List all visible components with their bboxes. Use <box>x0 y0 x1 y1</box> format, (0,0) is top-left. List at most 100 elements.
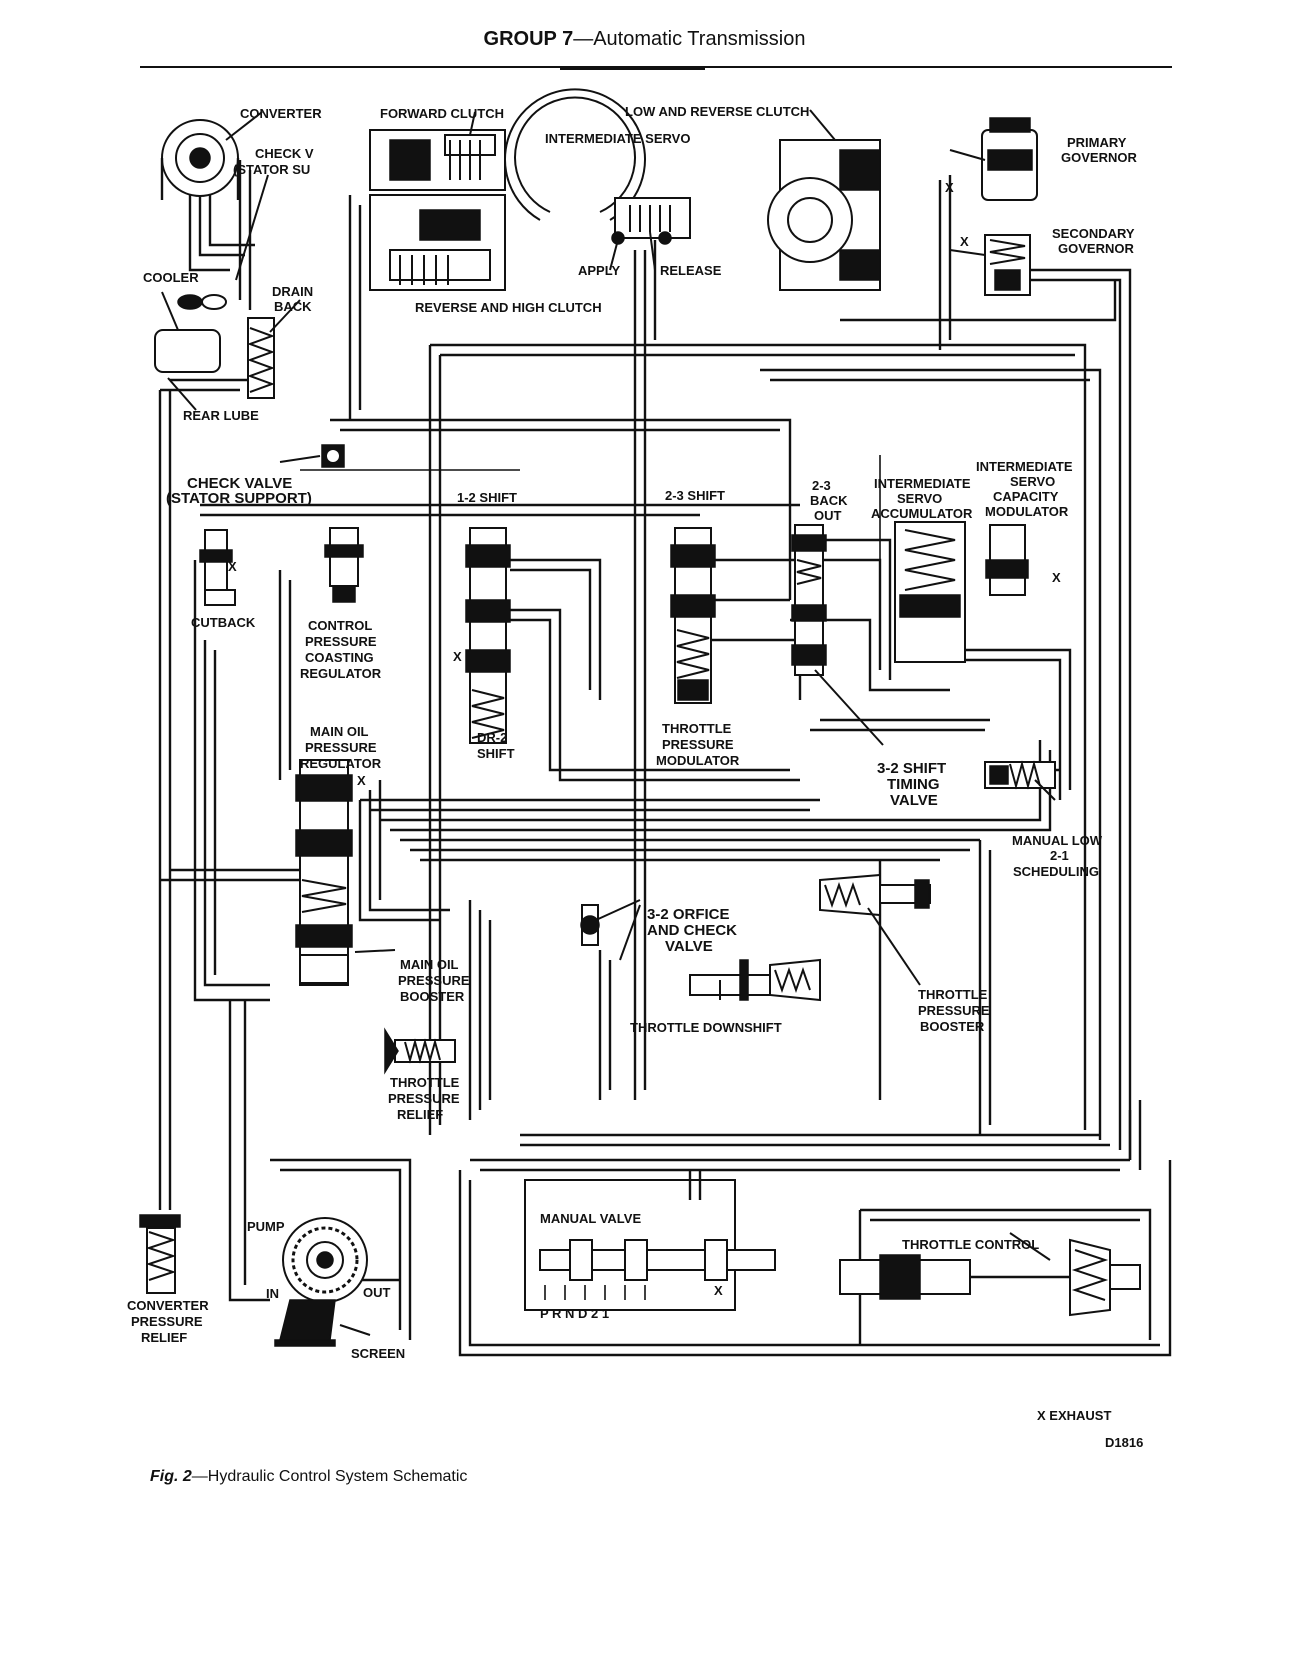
label-orifice-3: VALVE <box>665 938 713 955</box>
label-orifice-2: AND CHECK <box>647 922 737 939</box>
converter-relief-icon <box>139 1214 181 1294</box>
manual-low-valve-icon <box>984 760 1056 790</box>
label-mopb-2: PRESSURE <box>398 973 470 988</box>
label-tpb-2: PRESSURE <box>918 1003 990 1018</box>
label-tpr-2: PRESSURE <box>388 1091 460 1106</box>
throttle-downshift-icon <box>689 958 821 1002</box>
coasting-regulator-icon <box>324 527 364 603</box>
label-tpb-3: BOOSTER <box>920 1019 985 1034</box>
label-forward-clutch: FORWARD CLUTCH <box>380 106 504 121</box>
label-throttle-control: THROTTLE CONTROL <box>902 1237 1039 1252</box>
label-shift-23: 2-3 SHIFT <box>665 488 725 503</box>
label-primary-governor-1: PRIMARY <box>1067 135 1127 150</box>
throttle-relief-icon <box>384 1027 456 1075</box>
label-tpm-2: PRESSURE <box>662 737 734 752</box>
label-rear-lube: REAR LUBE <box>183 408 259 423</box>
label-shift32-2: TIMING <box>887 776 940 793</box>
label-x-mopr: X <box>357 773 366 788</box>
label-mopr-2: PRESSURE <box>305 740 377 755</box>
label-orifice-1: 3-2 ORFICE <box>647 906 730 923</box>
label-manual-low-2: 2-1 <box>1050 848 1069 863</box>
label-backout-2: BACK <box>810 493 848 508</box>
label-x-12: X <box>453 649 462 664</box>
label-prnd21: P R N D 2 1 <box>540 1306 609 1321</box>
label-secondary-governor-1: SECONDARY <box>1052 226 1135 241</box>
label-low-reverse-clutch: LOW AND REVERSE CLUTCH <box>625 104 809 119</box>
shift-23-valve-icon <box>670 527 716 704</box>
figure-caption: Fig. 2—Hydraulic Control System Schemati… <box>150 1468 467 1486</box>
capacity-modulator-icon <box>985 524 1029 596</box>
header-group: GROUP <box>483 28 557 50</box>
label-x-cutback: X <box>228 559 237 574</box>
schematic-labels: CONVERTER CHECK V (STATOR SU COOLER DRAI… <box>127 104 1143 1450</box>
label-primary-governor-2: GOVERNOR <box>1061 150 1137 165</box>
label-tpm-3: MODULATOR <box>656 753 740 768</box>
caption-fig: Fig. 2 <box>150 1468 192 1485</box>
label-manual-low-3: SCHEDULING <box>1013 864 1099 879</box>
primary-governor-icon <box>981 117 1038 201</box>
label-cpcr-1: CONTROL <box>308 618 372 633</box>
label-cpcr-2: PRESSURE <box>305 634 377 649</box>
label-cooler: COOLER <box>143 270 199 285</box>
label-manual-low-1: MANUAL LOW <box>1012 833 1103 848</box>
throttle-booster-icon <box>819 873 931 917</box>
label-cpr-3: RELIEF <box>141 1330 187 1345</box>
label-exhaust: X EXHAUST <box>1037 1408 1111 1423</box>
label-backout-3: OUT <box>814 508 842 523</box>
header-rule-accent <box>560 66 705 70</box>
leader-lines <box>161 109 1056 1336</box>
forward-clutch-icon <box>369 129 506 191</box>
label-cpcr-3: COASTING <box>305 650 374 665</box>
label-throttle-downshift: THROTTLE DOWNSHIFT <box>630 1020 782 1035</box>
label-cpcr-4: REGULATOR <box>300 666 382 681</box>
label-mopr-3: REGULATOR <box>300 756 382 771</box>
label-converter: CONVERTER <box>240 106 322 121</box>
converter-icon <box>160 119 240 200</box>
check-valve-stator-icon <box>321 444 345 468</box>
label-servo-cap-2: SERVO <box>1010 474 1055 489</box>
manual-valve-icon <box>524 1179 776 1311</box>
label-shift32-3: VALVE <box>890 792 938 809</box>
label-check-valve-1: CHECK VALVE <box>187 475 292 492</box>
page-header: GROUP 7—Automatic Transmission <box>0 28 1289 51</box>
label-apply: APPLY <box>578 263 620 278</box>
label-in: IN <box>266 1286 279 1301</box>
label-x-modulator: X <box>1052 570 1061 585</box>
label-mopb-1: MAIN OIL <box>400 957 459 972</box>
label-release: RELEASE <box>660 263 722 278</box>
label-tpr-3: RELIEF <box>397 1107 443 1122</box>
label-x-secondary: X <box>960 234 969 249</box>
orifice-check-valve-icon <box>580 904 600 946</box>
label-drain-2: BACK <box>274 299 312 314</box>
label-servo-cap-3: CAPACITY <box>993 489 1059 504</box>
label-tpb-1: THROTTLE <box>918 987 988 1002</box>
label-x-primary: X <box>945 180 954 195</box>
label-backout-1: 2-3 <box>812 478 831 493</box>
label-reverse-high-clutch: REVERSE AND HIGH CLUTCH <box>415 300 602 315</box>
label-servo-acc-1: INTERMEDIATE <box>874 476 971 491</box>
header-title: —Automatic Transmission <box>573 28 806 50</box>
cooler-icon <box>154 294 227 373</box>
label-cpr-2: PRESSURE <box>131 1314 203 1329</box>
secondary-governor-icon <box>984 234 1031 296</box>
label-dr2-1: DR-2 <box>477 730 507 745</box>
servo-accumulator-icon <box>894 521 966 663</box>
label-cutback: CUTBACK <box>191 615 256 630</box>
label-servo-cap-1: INTERMEDIATE <box>976 459 1073 474</box>
label-servo-cap-4: MODULATOR <box>985 504 1069 519</box>
label-pump: PUMP <box>247 1219 285 1234</box>
label-manual-valve: MANUAL VALVE <box>540 1211 641 1226</box>
label-secondary-governor-2: GOVERNOR <box>1058 241 1134 256</box>
label-check-v-1: CHECK V <box>255 146 314 161</box>
label-servo-acc-3: ACCUMULATOR <box>871 506 973 521</box>
label-mopr-1: MAIN OIL <box>310 724 369 739</box>
caption-text: —Hydraulic Control System Schematic <box>191 1468 468 1485</box>
drain-back-icon <box>247 317 275 399</box>
main-oil-regulator-icon <box>295 759 353 986</box>
cutback-valve-icon <box>199 529 236 606</box>
intermediate-servo-icon <box>504 88 691 245</box>
label-mopb-3: BOOSTER <box>400 989 465 1004</box>
label-tpr-1: THROTTLE <box>390 1075 460 1090</box>
pump-icon <box>274 1217 368 1347</box>
